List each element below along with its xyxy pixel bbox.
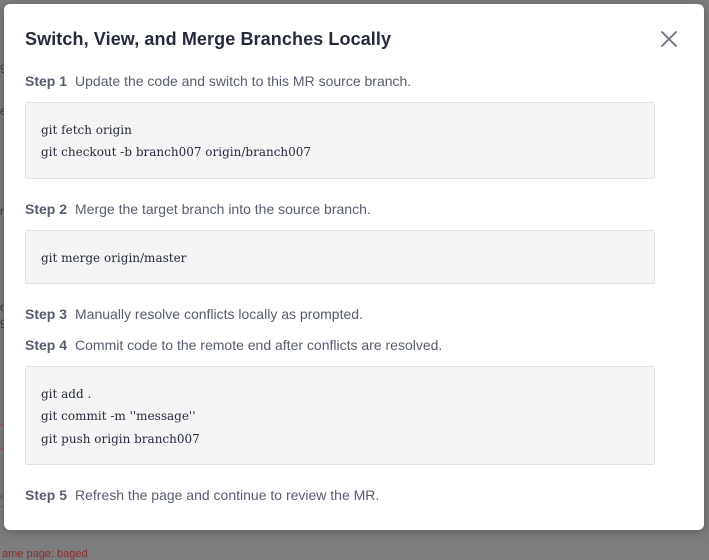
step-3: Step 3 Manually resolve conflicts locally… (25, 306, 363, 322)
step-text: Commit code to the remote end after conf… (75, 337, 443, 353)
code-line: git commit -m ''message'' (41, 409, 196, 423)
step-text: Manually resolve conflicts locally as pr… (75, 306, 363, 322)
step-label: Step 1 (25, 73, 68, 89)
step-text: Refresh the page and continue to review … (75, 487, 380, 503)
background-text-fragment: 9 (0, 317, 7, 331)
code-block-2[interactable]: git merge origin/master (25, 230, 655, 284)
background-divider (0, 448, 4, 449)
background-divider (0, 506, 4, 507)
background-text-fragment: 9 (0, 62, 7, 76)
step-label: Step 2 (25, 201, 68, 217)
merge-branches-dialog: Switch, View, and Merge Branches Locally… (4, 4, 704, 530)
step-label: Step 3 (25, 306, 68, 322)
background-text-fragment: e (0, 104, 7, 118)
code-block-1[interactable]: git fetch origin git checkout -b branch0… (25, 102, 655, 179)
dialog-title: Switch, View, and Merge Branches Locally (25, 29, 392, 49)
code-line: git checkout -b branch007 origin/branch0… (41, 145, 312, 159)
background-text-fragment: o (0, 300, 7, 314)
code-line: git add . (41, 387, 92, 401)
background-text-fragment: r (0, 204, 4, 218)
step-2: Step 2 Merge the target branch into the s… (25, 201, 371, 217)
code-line: git fetch origin (41, 123, 132, 137)
step-4: Step 4 Commit code to the remote end afte… (25, 337, 442, 353)
step-text: Update the code and switch to this MR so… (75, 73, 412, 89)
close-icon (661, 31, 677, 47)
step-label: Step 5 (25, 487, 68, 503)
step-text: Merge the target branch into the source … (75, 201, 371, 217)
step-1: Step 1 Update the code and switch to this… (25, 73, 411, 89)
step-label: Step 4 (25, 337, 68, 353)
code-line: git push origin branch007 (41, 432, 200, 446)
close-button[interactable] (659, 29, 679, 49)
background-divider (0, 424, 4, 425)
code-block-3[interactable]: git add . git commit -m ''message'' git … (25, 366, 655, 465)
background-text-fragment: ame page: baged (2, 548, 88, 560)
code-line: git merge origin/master (41, 251, 187, 265)
step-5: Step 5 Refresh the page and continue to r… (25, 487, 379, 503)
